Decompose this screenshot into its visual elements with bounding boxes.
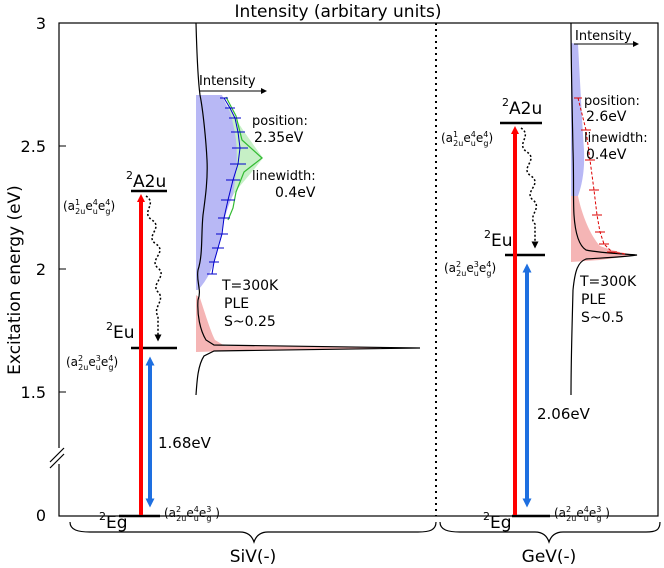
axis-break-mark xyxy=(49,453,65,469)
gev-brace xyxy=(439,521,661,544)
gev-huang-rhys: S~0.5 xyxy=(581,310,624,326)
gev-relaxation-arrow xyxy=(520,127,539,249)
gev-ple-label: PLE xyxy=(581,292,606,308)
gev-temperature: T=300K xyxy=(579,274,637,290)
siv-huang-rhys: S~0.25 xyxy=(224,314,276,330)
title: Intensity (arbitary units) xyxy=(235,2,442,22)
gev-phonon-sideband xyxy=(571,196,638,262)
gev-ple-band xyxy=(571,43,585,196)
siv-panel-label: SiV(-) xyxy=(230,547,277,567)
y-axis: 3 2.5 2 1.5 0 Excitation energy (eV) xyxy=(5,14,66,525)
gev-fit-position-value: 2.6eV xyxy=(586,109,627,125)
gev-eu-label: 2Eu xyxy=(484,228,513,251)
siv-temperature: T=300K xyxy=(221,278,279,294)
siv-a2u-label: 2A2u xyxy=(126,169,166,192)
siv-fit-position: position: xyxy=(252,114,308,129)
siv-ple-label: PLE xyxy=(224,296,249,312)
axis-break-mark xyxy=(49,447,65,463)
y-tick-3: 3 xyxy=(36,14,46,33)
y-axis-label: Excitation energy (eV) xyxy=(5,185,25,375)
gev-ple-errorbars xyxy=(574,97,617,253)
gev-eg-label: 2Eg xyxy=(483,510,512,533)
y-tick-2.5: 2.5 xyxy=(21,137,46,156)
y-tick-2: 2 xyxy=(36,260,46,279)
siv-intensity-label: Intensity xyxy=(199,74,256,89)
siv-pl-spectrum xyxy=(195,22,421,396)
y-tick-1.5: 1.5 xyxy=(21,383,46,402)
siv-transition-energy: 1.68eV xyxy=(158,434,212,452)
siv-fit-line xyxy=(225,96,263,221)
gev-a2u-label: 2A2u xyxy=(502,96,542,119)
siv-fit-linewidth: linewidth: xyxy=(252,169,316,184)
gev-fit-position: position: xyxy=(584,94,640,109)
siv-fit-linewidth-value: 0.4eV xyxy=(275,185,316,201)
siv-eg-label: 2Eg xyxy=(99,510,128,533)
siv-brace xyxy=(69,521,437,544)
siv-phonon-sideband xyxy=(196,295,225,346)
gev-fit-linewidth: linewidth: xyxy=(584,131,648,146)
gev-transition-energy: 2.06eV xyxy=(537,405,591,423)
siv-fit-position-value: 2.35eV xyxy=(254,130,304,146)
gev-intensity-label: Intensity xyxy=(575,29,632,44)
gev-pl-spectrum xyxy=(570,22,638,396)
gev-ple-data xyxy=(577,97,626,255)
gev-panel-label: GeV(-) xyxy=(522,547,577,567)
siv-relaxation-arrow xyxy=(145,195,162,342)
siv-ple-errorbars xyxy=(207,97,248,275)
gev-fit-linewidth-value: 0.4eV xyxy=(586,147,627,163)
y-tick-0: 0 xyxy=(36,506,46,525)
siv-eu-label: 2Eu xyxy=(106,320,135,343)
